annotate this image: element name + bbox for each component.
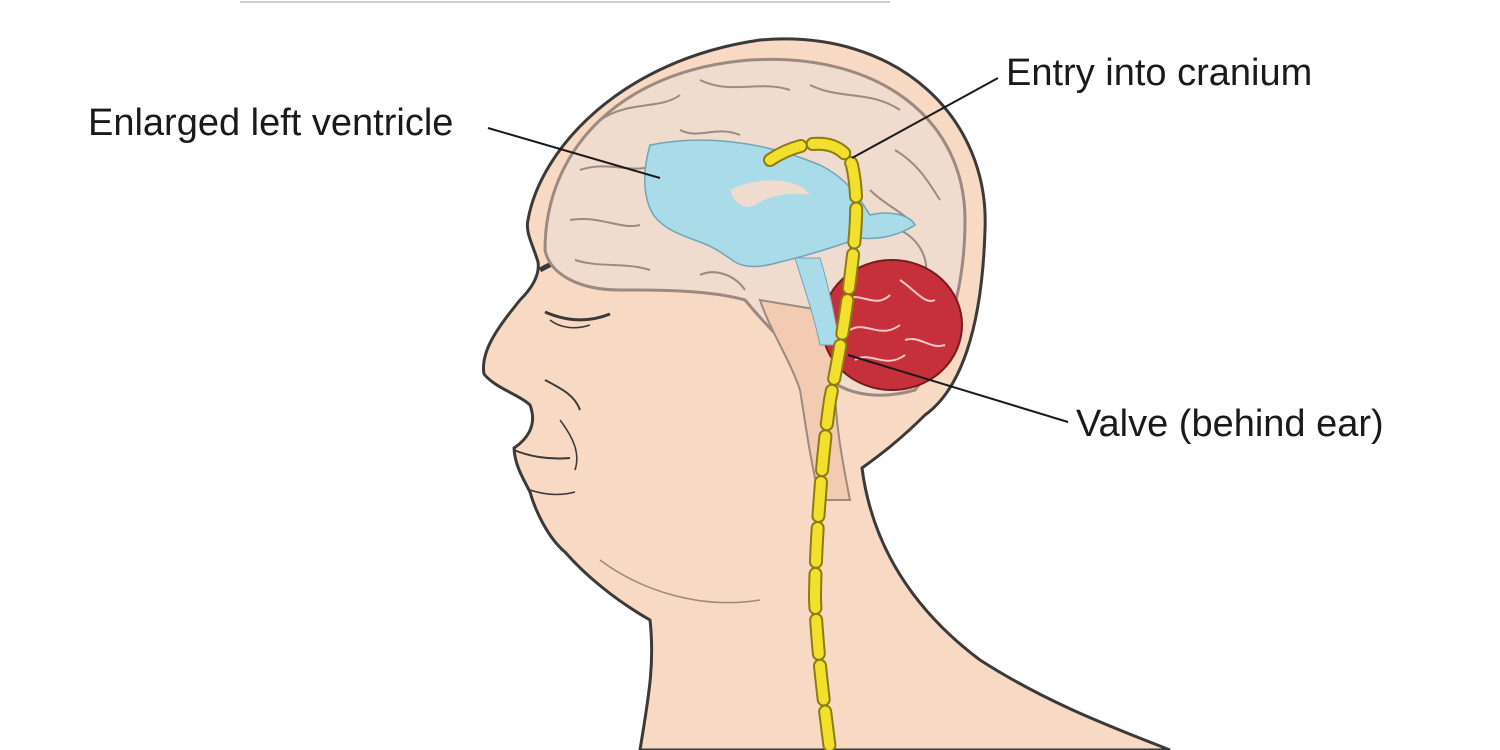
- entry-into-cranium-label: Entry into cranium: [1006, 52, 1313, 94]
- ventricle-leader-line: [487, 127, 661, 179]
- mouth: [513, 449, 571, 460]
- eyelash: [549, 319, 591, 329]
- closed-eye: [544, 310, 611, 322]
- jaw-line: [599, 559, 761, 604]
- cerebellum-pattern: [844, 279, 946, 362]
- shunt-tube: [763, 136, 864, 750]
- valve-label: Valve (behind ear): [1076, 403, 1384, 445]
- chin-line: [529, 489, 576, 496]
- ventricle-label: Enlarged left ventricle: [88, 102, 454, 144]
- cheek-line: [559, 419, 578, 471]
- valve-leader-line: [847, 354, 1069, 423]
- ventricle-inner-space: [730, 180, 810, 207]
- enlarged-ventricle: [644, 139, 916, 268]
- nose-line: [544, 379, 581, 411]
- entry-leader-line: [851, 77, 999, 159]
